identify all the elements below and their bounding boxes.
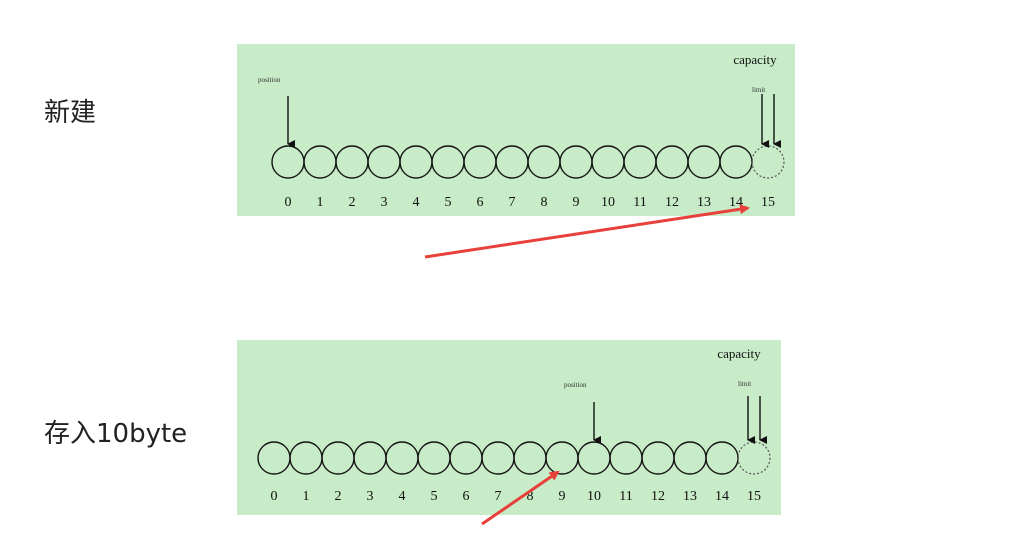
cell-index-label: 11: [633, 195, 646, 210]
cell-index-label: 3: [367, 489, 374, 504]
cell-index-label: 12: [665, 195, 679, 210]
cell-index-label: 14: [715, 489, 729, 504]
cell-index-label: 9: [559, 489, 566, 504]
cell-index-label: 5: [445, 195, 452, 210]
cell-index-label: 15: [761, 195, 775, 210]
section-title-new: 新建: [44, 98, 97, 128]
annotation-arrow-2: [481, 470, 560, 526]
cell-index-label: 0: [285, 195, 292, 210]
annotation-arrow-1: [424, 204, 750, 259]
capacity-label: capacity: [733, 52, 777, 67]
cell-index-label: 9: [573, 195, 580, 210]
cell-index-label: 3: [381, 195, 388, 210]
cell-index-label: 10: [601, 195, 615, 210]
cell-index-label: 7: [509, 195, 516, 210]
cell-index-label: 5: [431, 489, 438, 504]
cell-index-label: 7: [495, 489, 502, 504]
cell-index-label: 1: [303, 489, 310, 504]
cell-index-label: 2: [349, 195, 356, 210]
cell-index-label: 10: [587, 489, 601, 504]
cell-index-label: 0: [271, 489, 278, 504]
cell-index-label: 15: [747, 489, 761, 504]
cell-index-label: 1: [317, 195, 324, 210]
cell-index-label: 2: [335, 489, 342, 504]
cell-index-label: 8: [541, 195, 548, 210]
cell-index-label: 4: [399, 489, 406, 504]
cell-index-label: 4: [413, 195, 420, 210]
cell-index-label: 6: [477, 195, 484, 210]
capacity-label: capacity: [717, 346, 761, 361]
cell-index-label: 8: [527, 489, 534, 504]
cell-index-label: 13: [683, 489, 697, 504]
position-label: position: [258, 76, 281, 84]
section-title-put: 存入10byte: [44, 419, 188, 449]
cell-index-label: 11: [619, 489, 632, 504]
buffer-cell: [737, 441, 771, 475]
cell-index-label: 12: [651, 489, 665, 504]
cell-index-label: 13: [697, 195, 711, 210]
cell-index-label: 6: [463, 489, 470, 504]
limit-label: limit: [738, 380, 751, 388]
position-label: position: [564, 381, 587, 389]
limit-label: limit: [752, 86, 765, 94]
buffer-cell: [751, 145, 785, 179]
